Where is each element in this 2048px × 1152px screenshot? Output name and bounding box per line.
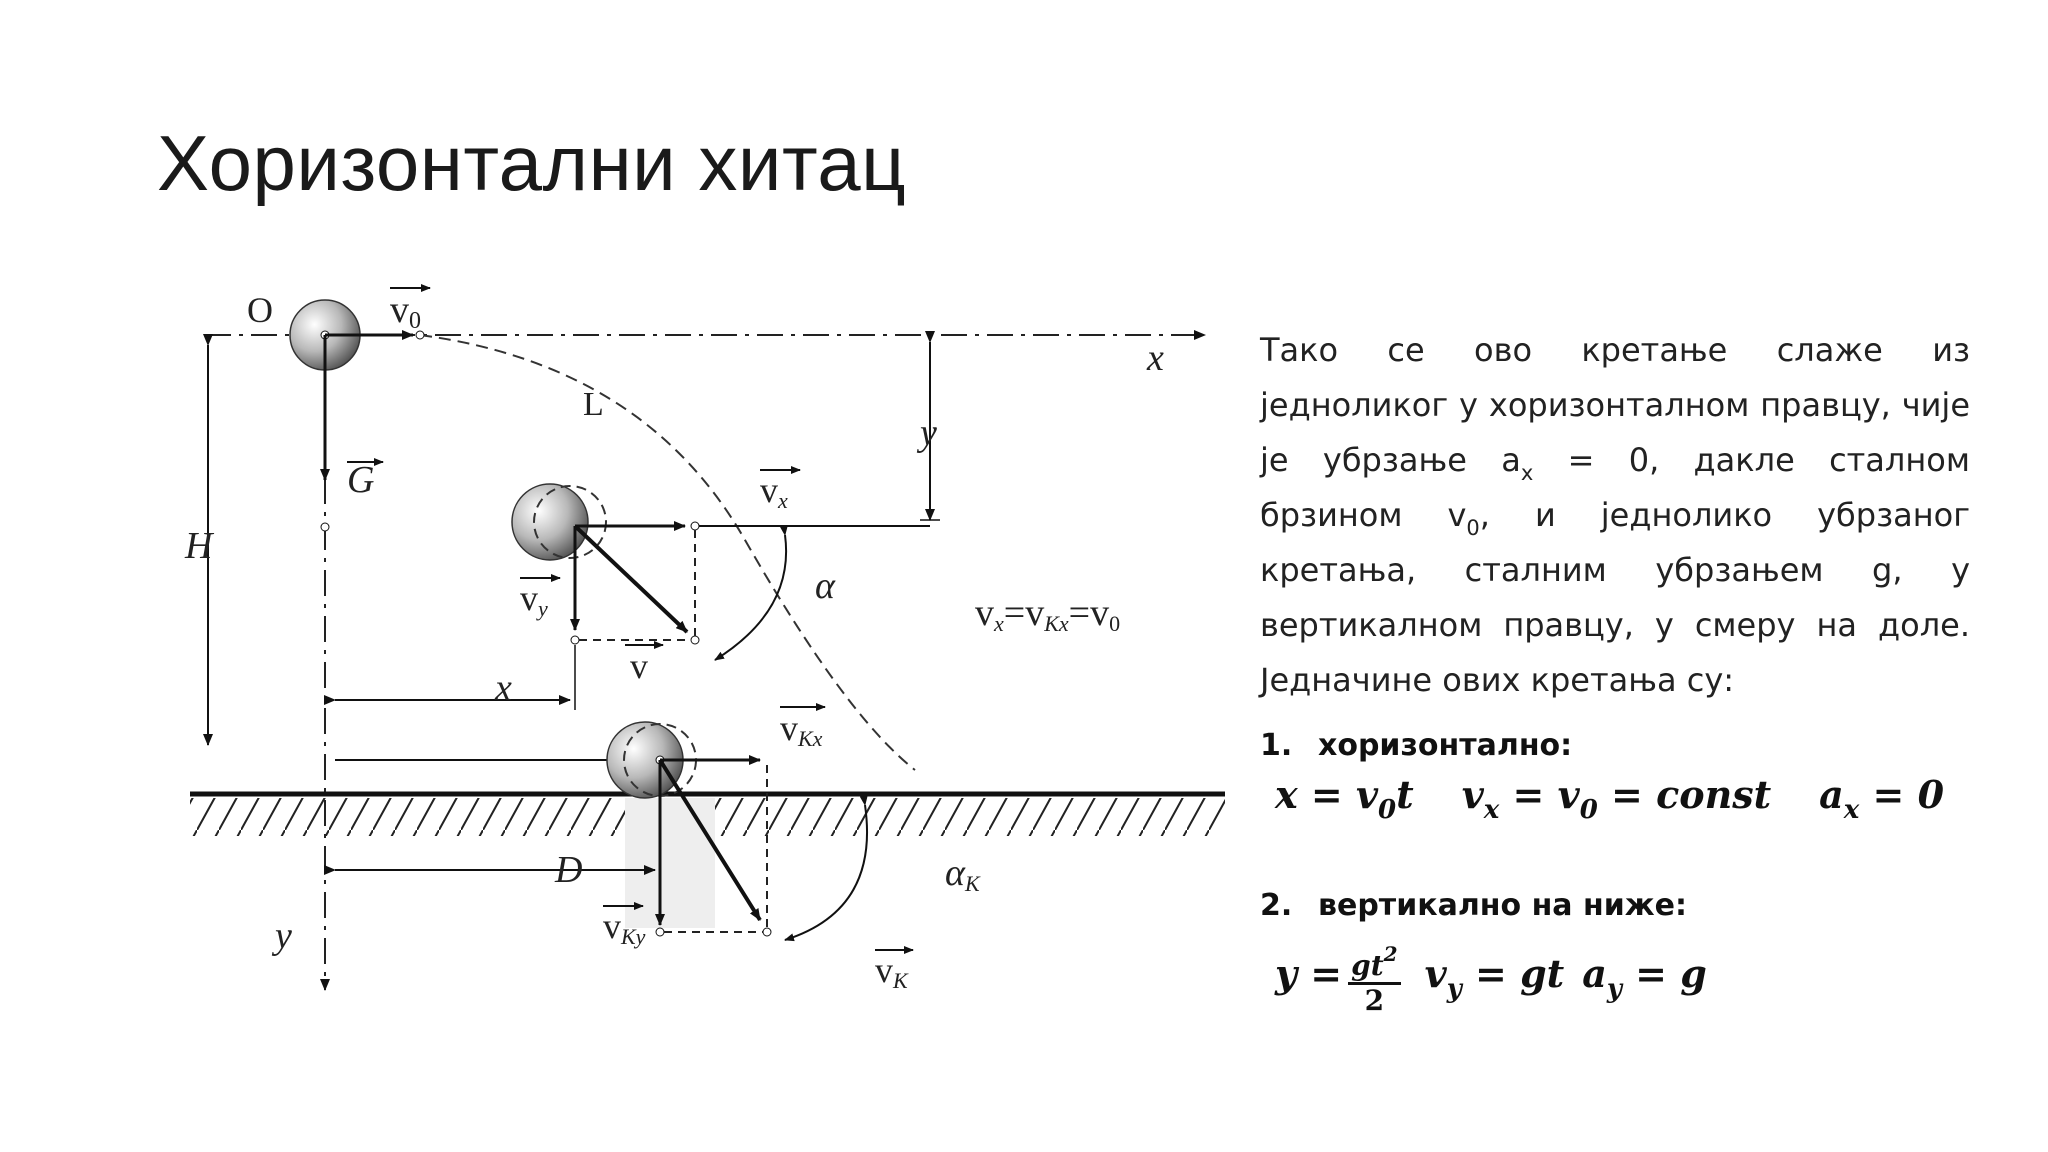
label-alpha: α — [815, 565, 836, 607]
label-vy: vy — [520, 578, 548, 621]
label-equation: vx=vKx=v0 — [975, 592, 1120, 636]
label-y-axis: y — [271, 915, 292, 957]
ball-mid — [511, 483, 589, 561]
subscript-x: x — [1520, 461, 1534, 485]
projectile-diagram: O v0 x L y G H vx vy v α vx=vKx=v0 x vKx… — [175, 270, 1235, 1000]
label-G: G — [347, 459, 374, 501]
list-item-horizontal: 1.хоризонтално: — [1260, 728, 1573, 763]
label-vKx: vKx — [780, 708, 823, 751]
label-x-dim: x — [494, 667, 512, 709]
label-vK: vK — [875, 950, 909, 993]
label-y-dim: y — [916, 412, 937, 454]
subscript-0: 0 — [1466, 516, 1480, 540]
label-H: H — [184, 525, 215, 567]
description-part-1: Тако се ово кретање слаже из једноликог … — [1260, 331, 1970, 479]
slide-title: Хоризонтални хитац — [157, 119, 907, 207]
label-vx: vx — [760, 470, 788, 513]
description-paragraph: Тако се ово кретање слаже из једноликог … — [1260, 323, 1970, 708]
label-v0: v0 — [390, 289, 421, 334]
description-part-3: , и једнолико убрзаног кретања, сталним … — [1260, 496, 1970, 699]
label-v: v — [630, 646, 648, 686]
description-part-2: = 0, дакле сталном брзином v — [1260, 441, 1971, 534]
label-L: L — [583, 386, 604, 423]
label-D: D — [554, 849, 582, 891]
list-item-vertical: 2.вертикално на ниже: — [1260, 888, 1687, 923]
label-origin: O — [247, 290, 273, 330]
label-x-axis: x — [1146, 337, 1164, 379]
label-alphaK: αK — [945, 852, 981, 896]
label-vKy: vKy — [603, 906, 646, 949]
